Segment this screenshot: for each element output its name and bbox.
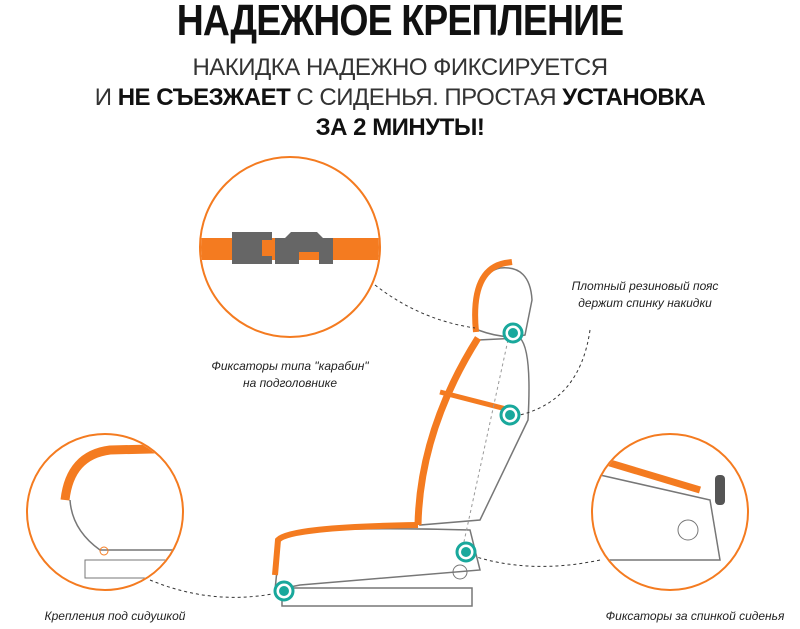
fastener-markers [273,322,524,602]
subtitle-line-1: НАКИДКА НАДЕЖНО ФИКСИРУЕТСЯ [192,54,608,81]
caption-line: на подголовнике [242,376,338,390]
caption-line: Плотный резиновый пояс [571,279,719,293]
buckle-icon [232,232,333,264]
caption-line: Фиксаторы типа "карабин" [211,359,369,373]
leader-lines [149,284,601,598]
caption-line: держит спинку накидки [578,296,712,310]
behind-back-detail-circle [591,433,749,591]
subtitle-line-3: ЗА 2 МИНУТЫ! [315,114,485,141]
caption-belt: Плотный резиновый пояс держит спинку наки… [545,278,745,312]
caption-under-seat: Крепления под сидушкой [44,609,186,623]
subtitle-text: С СИДЕНЬЯ. ПРОСТАЯ [290,84,563,111]
subtitle-emphasis: УСТАНОВКА [562,84,706,111]
under-seat-detail-circle [26,433,184,591]
carabiner-detail-circle [199,156,381,338]
subtitle-line-2: И НЕ СЪЕЗЖАЕТ С СИДЕНЬЯ. ПРОСТАЯ УСТАНОВ… [0,84,800,112]
subtitle-emphasis: НЕ СЪЕЗЖАЕТ [117,84,291,111]
car-seat [272,259,533,607]
subtitle-text: И [94,84,118,111]
caption-behind-back: Фиксаторы за спинкой сиденья [605,609,785,623]
caption-carabiner: Фиксаторы типа "карабин" на подголовнике [190,358,390,392]
page-title: НАДЕЖНОЕ КРЕПЛЕНИЕ [176,0,624,45]
